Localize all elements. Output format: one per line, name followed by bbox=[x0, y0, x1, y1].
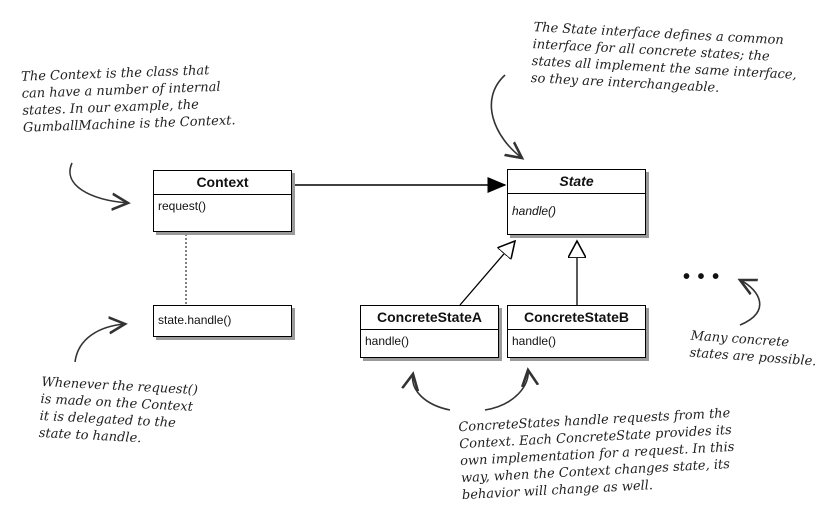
concrete-states-annotation: ConcreteStates handle requests from the … bbox=[458, 405, 735, 504]
request-annotation: Whenever the request() is made on the Co… bbox=[38, 374, 199, 447]
context-annotation: The Context is the class that can have a… bbox=[20, 63, 236, 136]
concrete-state-a-box: ConcreteStateA handle() bbox=[360, 305, 499, 358]
state-annotation: The State interface defines a common int… bbox=[530, 20, 798, 96]
concrete-pointer-arrow-right bbox=[484, 370, 528, 411]
inheritance-arrow-a bbox=[459, 241, 515, 306]
request-pointer-arrow bbox=[74, 324, 125, 363]
state-interface-box: State handle() bbox=[507, 169, 646, 235]
concrete-state-b-box: ConcreteStateB handle() bbox=[507, 305, 646, 358]
state-interface-name: State bbox=[508, 170, 645, 194]
context-class-name: Context bbox=[154, 171, 291, 195]
concrete-state-a-method: handle() bbox=[365, 334, 410, 348]
concrete-state-a-name: ConcreteStateA bbox=[361, 306, 498, 330]
more-states-ellipsis: • • • bbox=[683, 266, 721, 288]
concrete-state-b-method: handle() bbox=[512, 334, 557, 348]
state-handle-note-box: state.handle() bbox=[153, 305, 292, 337]
state-handle-note-text: state.handle() bbox=[158, 313, 232, 327]
concrete-state-b-name: ConcreteStateB bbox=[508, 306, 645, 330]
context-class-box: Context request() bbox=[153, 170, 292, 232]
state-pointer-arrow bbox=[490, 74, 522, 158]
state-handle-method: handle() bbox=[512, 204, 557, 218]
context-pointer-arrow bbox=[69, 162, 128, 203]
many-pointer-arrow bbox=[740, 280, 761, 326]
context-request-method: request() bbox=[158, 199, 207, 213]
concrete-pointer-arrow-left bbox=[413, 374, 451, 411]
